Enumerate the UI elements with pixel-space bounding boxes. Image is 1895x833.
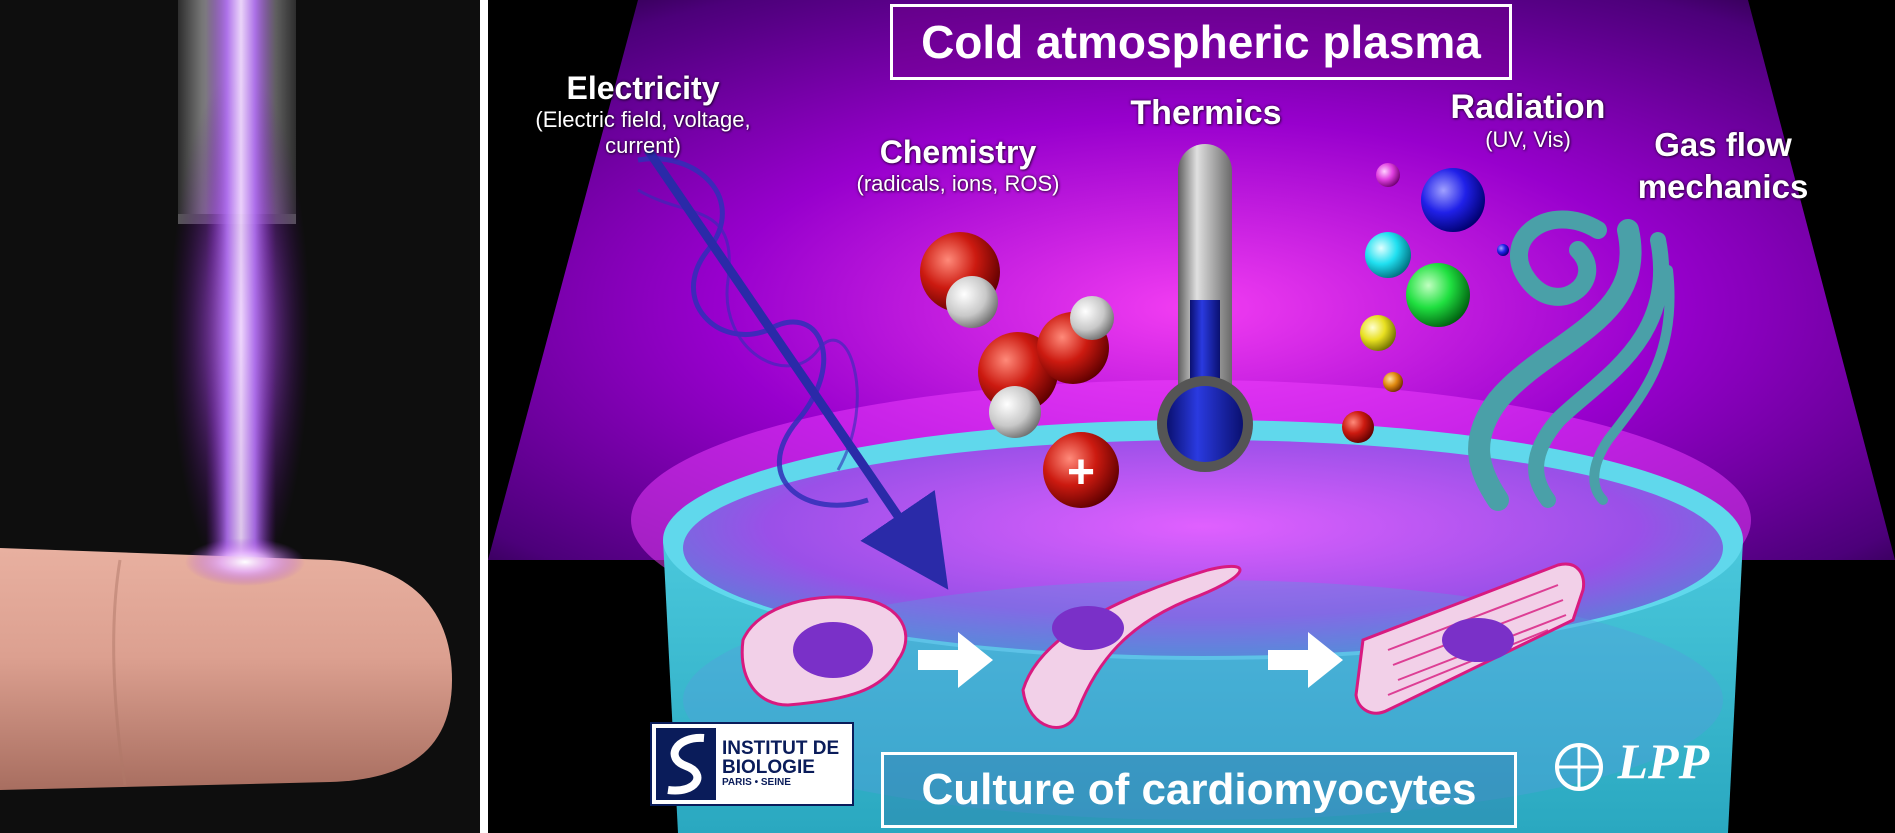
thermometer: [1157, 144, 1253, 472]
lpp-logo-mark: [1555, 742, 1603, 791]
ibps-logo-mark: [656, 728, 716, 800]
culture-label: Culture of cardiomyocytes: [881, 752, 1517, 828]
gas-flow-swirl: [1468, 210, 1675, 511]
gas-flow-label: Gas flow mechanics: [1637, 126, 1809, 205]
ibps-line1: INSTITUT DE: [722, 738, 840, 759]
electricity-title: Electricity: [566, 70, 720, 106]
chemistry-detail: (radicals, ions, ROS): [856, 171, 1060, 196]
ibps-logo: INSTITUT DE BIOLOGIE PARIS • SEINE: [650, 722, 854, 806]
panel-divider: [480, 0, 488, 833]
thermics-label: Thermics: [1130, 94, 1282, 132]
lpp-logo: LPP: [1553, 726, 1743, 796]
plasma-schematic: +: [488, 0, 1895, 833]
cardiomyocyte-stage-3: [1354, 562, 1586, 715]
white-arrow-2: [1268, 632, 1343, 688]
radiation-label: Radiation (UV, Vis): [1408, 88, 1648, 153]
radiation-title: Radiation: [1450, 88, 1606, 126]
cardiomyocyte-stage-2: [1021, 565, 1242, 729]
figure-title: Cold atmospheric plasma: [890, 4, 1512, 80]
chemistry-label: Chemistry (radicals, ions, ROS): [808, 134, 1108, 197]
radiation-detail: (UV, Vis): [1485, 127, 1571, 152]
white-arrow-1: [918, 632, 993, 688]
ibps-line3: PARIS • SEINE: [722, 777, 791, 788]
lpp-logo-text: LPP: [1617, 733, 1710, 789]
electricity-label: Electricity (Electric field, voltage, cu…: [488, 70, 798, 159]
ibps-line2: BIOLOGIE: [722, 757, 815, 778]
electricity-detail: (Electric field, voltage, current): [535, 107, 751, 158]
svg-text:+: +: [1067, 446, 1095, 499]
ibps-logo-text: INSTITUT DE BIOLOGIE PARIS • SEINE: [722, 739, 839, 789]
chemistry-title: Chemistry: [879, 134, 1037, 170]
plasma-jet-photo: [0, 0, 480, 833]
cardiomyocyte-stage-1: [740, 595, 908, 707]
